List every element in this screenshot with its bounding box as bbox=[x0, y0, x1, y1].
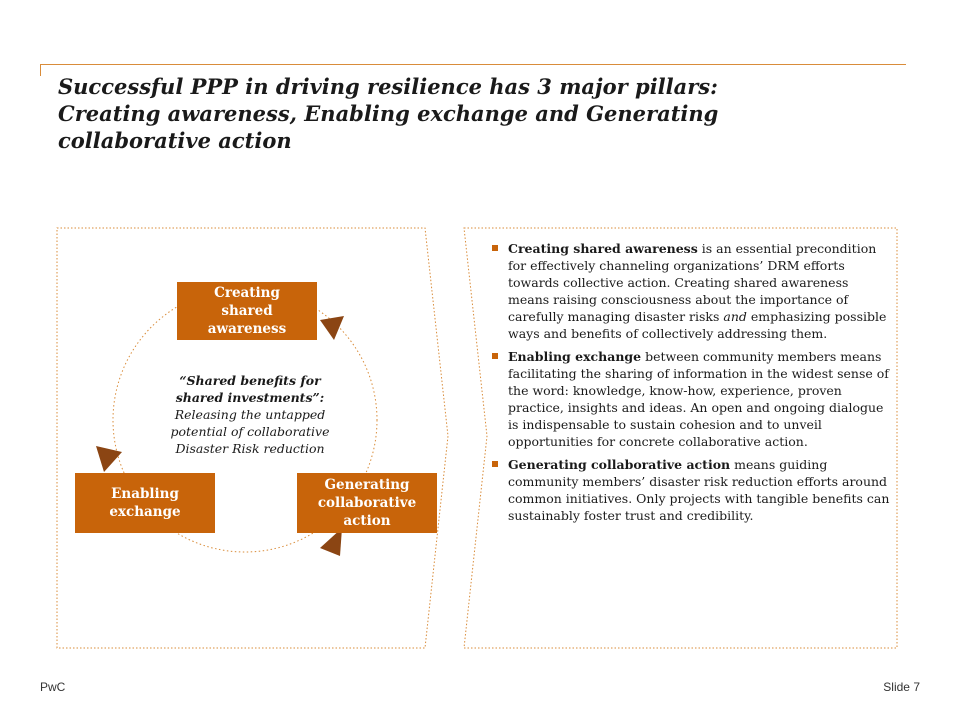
bullet-marker bbox=[492, 245, 498, 251]
slide-title: Successful PPP in driving resilience has… bbox=[58, 73, 858, 154]
pillar-creating-line-3: awareness bbox=[207, 321, 287, 337]
bullet-1-heading: Creating shared awareness bbox=[508, 241, 698, 256]
bullet-generating-collaborative-action: Generating collaborative action means gu… bbox=[492, 456, 892, 524]
bullet-enabling-exchange: Enabling exchange between community memb… bbox=[492, 348, 892, 450]
bullet-creating-shared-awareness: Creating shared awareness is an essentia… bbox=[492, 240, 892, 342]
bullet-3-text: means guiding community members’ disaste… bbox=[508, 457, 890, 523]
arrowhead-bottom-right bbox=[320, 528, 342, 556]
title-rule-tick bbox=[40, 64, 41, 76]
bullet-1-italic: and bbox=[723, 309, 747, 324]
pillar-enabling-exchange: Enabling exchange bbox=[75, 473, 215, 533]
pillar-creating-line-2: shared bbox=[221, 303, 273, 319]
cycle-circle bbox=[112, 287, 378, 553]
slide-title-line-3: collaborative action bbox=[58, 128, 292, 153]
footer-brand: PwC bbox=[40, 680, 66, 694]
bullet-1-text-end: emphasizing possible ways and benefits o… bbox=[508, 309, 887, 341]
center-quote-bold-1: “Shared benefits for bbox=[179, 373, 321, 388]
slide-title-line-1: Successful PPP in driving resilience has… bbox=[58, 74, 718, 99]
arrowhead-top-right bbox=[320, 316, 344, 340]
left-panel-frame bbox=[56, 227, 449, 649]
pillar-generating-line-3: action bbox=[343, 513, 391, 529]
arrowhead-left bbox=[96, 446, 122, 472]
bullet-2-heading: Enabling exchange bbox=[508, 349, 642, 364]
center-quote-line-1: Releasing the untapped bbox=[174, 407, 326, 422]
bullet-1-text: is an essential precondition for effecti… bbox=[508, 241, 877, 324]
center-quote-bold-2: shared investments”: bbox=[175, 390, 325, 405]
bullet-marker bbox=[492, 461, 498, 467]
pillar-generating-line-1: Generating bbox=[324, 477, 410, 493]
right-panel-frame bbox=[463, 227, 898, 649]
center-quote-line-3: Disaster Risk reduction bbox=[175, 441, 325, 456]
center-quote-line-2: potential of collaborative bbox=[170, 424, 330, 439]
bullet-3-heading: Generating collaborative action bbox=[508, 457, 731, 472]
pillar-generating-line-2: collaborative bbox=[317, 495, 417, 511]
pillar-creating-shared-awareness: Creating shared awareness bbox=[177, 282, 317, 340]
center-quote: “Shared benefits for shared investments”… bbox=[136, 372, 364, 457]
pillar-creating-line-1: Creating bbox=[214, 285, 280, 301]
title-rule bbox=[40, 64, 906, 65]
bullet-list: Creating shared awareness is an essentia… bbox=[492, 240, 892, 530]
pillar-enabling-line-1: Enabling bbox=[111, 486, 179, 502]
pillar-generating-collaborative-action: Generating collaborative action bbox=[297, 473, 437, 533]
slide-title-line-2: Creating awareness, Enabling exchange an… bbox=[58, 101, 719, 126]
bullet-marker bbox=[492, 353, 498, 359]
bullet-2-text: between community members means facilita… bbox=[508, 349, 889, 449]
footer-slide-number: Slide 7 bbox=[883, 680, 920, 694]
pillar-enabling-line-2: exchange bbox=[109, 504, 181, 520]
